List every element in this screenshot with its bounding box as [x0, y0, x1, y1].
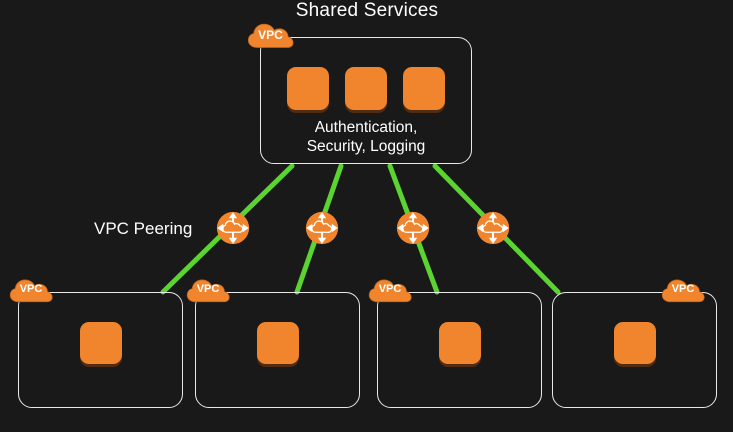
vpc-peering-icon — [476, 211, 510, 245]
vpc-peering-icon — [216, 211, 250, 245]
vpc-peering-label: VPC Peering — [94, 219, 193, 238]
service-node — [345, 67, 387, 110]
service-node — [438, 322, 481, 364]
vpc-badge-label: VPC — [671, 283, 695, 295]
caption-line-1: Authentication, — [314, 119, 418, 136]
cloud-shape — [186, 279, 230, 303]
cloud-shape — [661, 279, 705, 303]
vpc-cloud-icon: VPC — [367, 276, 413, 306]
spoke-vpc-box-2 — [195, 292, 360, 408]
service-node — [79, 322, 122, 364]
vpc-badge-label: VPC — [378, 283, 402, 295]
diagram-title: Shared Services — [295, 0, 439, 21]
vpc-peering-icon — [305, 211, 339, 245]
cloud-shape — [247, 23, 294, 48]
service-node-row — [261, 67, 471, 110]
vpc-badge-label: VPC — [196, 283, 220, 295]
spoke-vpc-box-4 — [552, 292, 717, 408]
cloud-shape — [9, 279, 53, 303]
cloud-shape — [368, 279, 412, 303]
vpc-cloud-icon: VPC — [660, 276, 706, 306]
vpc-peering-icon — [396, 211, 430, 245]
service-node — [613, 322, 656, 364]
vpc-cloud-icon: VPC — [185, 276, 231, 306]
vpc-cloud-icon: VPC — [8, 276, 54, 306]
shared-services-vpc-box: Authentication, Security, Logging — [260, 37, 472, 164]
spoke-vpc-box-3 — [377, 292, 542, 408]
vpc-badge-label: VPC — [19, 283, 43, 295]
service-node — [403, 67, 445, 110]
spoke-vpc-box-1 — [18, 292, 183, 408]
vpc-badge-label: VPC — [258, 28, 283, 42]
service-node — [256, 322, 299, 364]
service-node — [287, 67, 329, 110]
caption-line-2: Security, Logging — [306, 138, 426, 155]
vpc-cloud-icon: VPC — [246, 20, 295, 52]
shared-services-caption: Authentication, Security, Logging — [261, 118, 471, 156]
